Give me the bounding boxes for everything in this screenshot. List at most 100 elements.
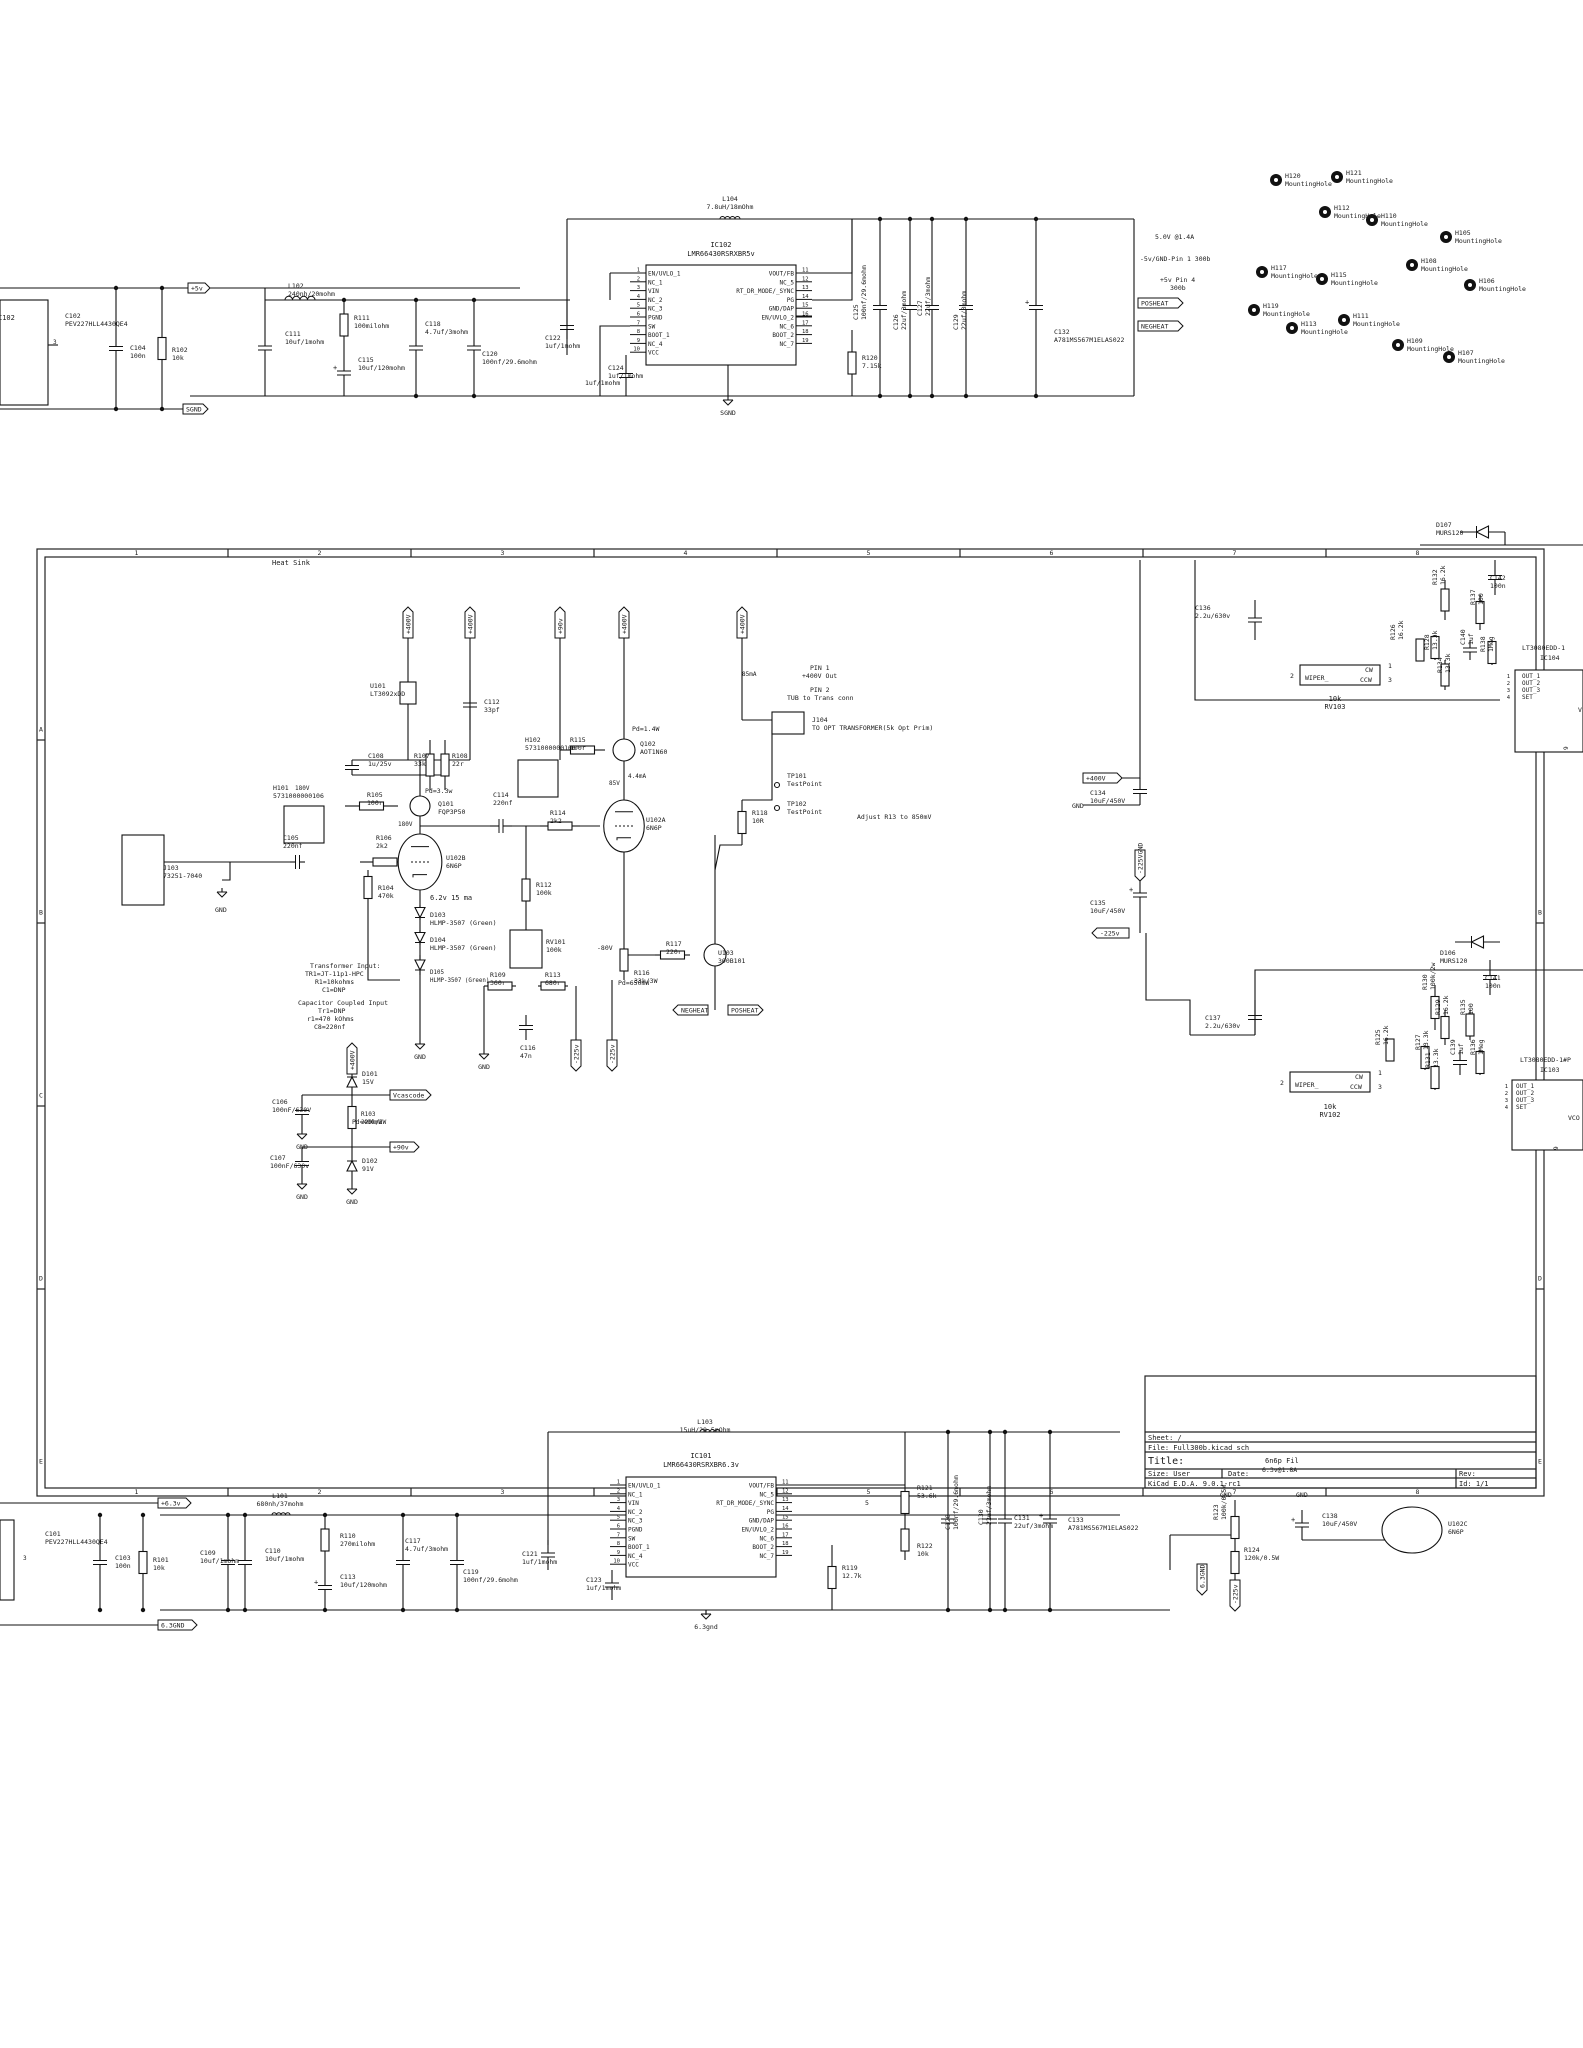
ic-pin-number: 5	[637, 303, 640, 309]
component-ref: R109	[490, 971, 506, 979]
component-value: 6N6P	[1448, 1528, 1464, 1536]
wire	[222, 862, 231, 881]
frame-column-label: 5	[867, 1488, 871, 1496]
frame-column-label: 3	[501, 549, 505, 557]
mounting-hole-ref: H108	[1421, 257, 1437, 265]
flag-400v-a	[402, 606, 414, 639]
ic101-ref: IC101	[690, 1452, 711, 1460]
junction	[945, 1607, 951, 1613]
junction	[413, 393, 419, 399]
flag-m225-a	[570, 1039, 582, 1072]
frame-row-label: D	[1538, 1275, 1542, 1283]
component-value: PEV227HLL4430QE4	[65, 320, 128, 328]
size-label: Size: User	[1148, 1470, 1190, 1478]
component-value: 5731000000106	[273, 792, 324, 800]
ic-pin-number: 18	[782, 1541, 789, 1547]
note-44ma: 4.4mA	[628, 773, 646, 780]
ic103-pin: OUT_1	[1516, 1083, 1534, 1090]
component-value: 10uf/1mohm	[200, 1557, 239, 1565]
component-ref: D106	[1440, 949, 1456, 957]
component-value: 16.2k	[1442, 995, 1450, 1015]
rv103-ccw: CCW	[1360, 676, 1372, 684]
net-label-p90	[389, 1141, 420, 1153]
wire	[1254, 969, 1583, 1035]
note-tr1: R1=10kohms	[315, 978, 354, 986]
net-label-text: +400V	[1086, 775, 1106, 783]
junction	[225, 1607, 231, 1613]
component-value: 10uF/450V	[1090, 797, 1125, 805]
mounting-hole-ref: H106	[1479, 277, 1495, 285]
r128	[1430, 635, 1440, 660]
power-flag-label: +400V	[349, 1050, 357, 1070]
component-value: 22uf/3mohm	[900, 291, 908, 330]
net-label-400v	[1082, 772, 1123, 784]
r120	[847, 351, 857, 375]
mounting-hole-value: MountingHole	[1407, 345, 1454, 353]
note-tr2: Capacitor Coupled Input	[298, 999, 388, 1007]
ic-pin-name: NC_5	[780, 279, 795, 286]
ic104-vcc: V	[1578, 706, 1582, 714]
ic103-pin9: 9	[1553, 1146, 1560, 1150]
d105-led	[414, 959, 426, 972]
u102a-tube-cathode	[616, 837, 631, 841]
junction	[1047, 1607, 1053, 1613]
component-ref: C110	[265, 1547, 281, 1555]
component-value: 100r	[570, 744, 586, 752]
net-label-text: +90v	[393, 1144, 409, 1152]
frame-row-label: D	[39, 1275, 43, 1283]
ic-pin-number: 5	[617, 1515, 620, 1521]
ic-pin-name: EN/UVLO_2	[741, 1527, 774, 1534]
ic-pin-name: PG	[767, 1509, 775, 1516]
q101-transistor	[409, 795, 431, 817]
component-ref: C104	[130, 344, 146, 352]
component-value: 1uf/1mohm	[545, 342, 580, 350]
r111	[339, 313, 349, 337]
ic-pin-name: VOUT/FB	[769, 271, 795, 278]
junction	[471, 297, 477, 303]
component-ref: R132	[1431, 569, 1439, 585]
id-label: Id: 1/1	[1459, 1480, 1489, 1488]
gnd-label: GND	[1296, 1491, 1308, 1499]
note-85ma: 85mA	[742, 671, 757, 678]
ic-pin-name: EN/UVLO_1	[628, 1483, 661, 1490]
component-ref: R131	[1424, 1052, 1432, 1068]
r113	[540, 981, 566, 991]
component-value: 100nf/29.6mohm	[860, 265, 868, 320]
r115	[569, 745, 596, 755]
ic-pin-name: NC_3	[648, 306, 663, 313]
ic-pin-name: EN/UVLO_2	[761, 315, 794, 322]
r112	[521, 878, 531, 902]
component-value: 10uf/120mohm	[358, 364, 405, 372]
ic-pin-name: NC_4	[628, 1553, 643, 1560]
component-ref: R107	[414, 752, 430, 760]
component-ref: C109	[200, 1549, 216, 1557]
note-opt: PIN 2	[810, 686, 830, 694]
component-value: 10k	[917, 1550, 929, 1558]
component-value: 10k	[172, 354, 184, 362]
component-value: 22uf/3mohm	[1014, 1522, 1053, 1530]
junction	[963, 216, 969, 222]
component-value: 33k	[414, 760, 426, 768]
component-value: 220nf	[283, 842, 303, 850]
note-opt: TUB to Trans conn	[787, 694, 854, 702]
ic103-pin-num: 4	[1505, 1105, 1509, 1111]
junction	[159, 406, 165, 412]
component-ref: C123	[586, 1576, 602, 1584]
component-value: TestPoint	[787, 808, 822, 816]
frame-row-label: A	[39, 726, 43, 734]
component-ref: L101	[272, 1492, 288, 1500]
ic-pin-number: 6	[617, 1524, 620, 1530]
component-ref: R117	[666, 940, 682, 948]
component-ref: C105	[283, 834, 299, 842]
component-value: 16.2k	[1397, 620, 1405, 640]
ground-symbol-tri	[722, 399, 734, 406]
ic102-body	[645, 264, 797, 366]
rv103-body	[1299, 664, 1381, 686]
r107	[425, 753, 435, 777]
junction	[97, 1607, 103, 1613]
r135	[1465, 1013, 1475, 1037]
net-label-text: POSHEAT	[731, 1007, 758, 1015]
component-value: PEV227HLL4430QE4	[45, 1538, 108, 1546]
ic-pin-name: NC_3	[628, 1518, 643, 1525]
